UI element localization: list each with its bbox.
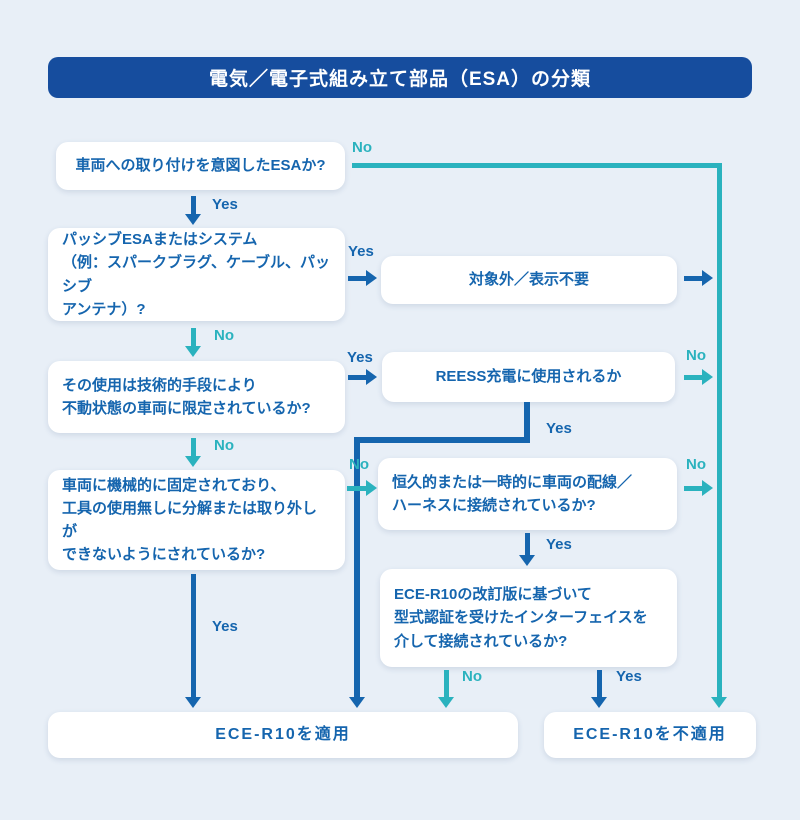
edge-label-reess-yes: Yes (546, 420, 572, 437)
diagram-title: 電気／電子式組み立て部品（ESA）の分類 (48, 57, 752, 98)
edge-q4-yes-line (191, 574, 196, 697)
edge-harness-no-line (684, 486, 702, 491)
edge-label-q1-no: No (352, 139, 372, 156)
edge-label-harness-yes: Yes (546, 536, 572, 553)
edge-label-harness-no: No (686, 456, 706, 473)
node-excluded-no-marking: 対象外／表示不要 (381, 256, 677, 304)
arrowhead-q2-no (185, 346, 201, 357)
arrowhead-into-not-apply-teal (711, 697, 727, 708)
edge-harness-yes-line (525, 533, 530, 555)
edge-label-q3-no: No (214, 437, 234, 454)
edge-reess-no-line (684, 375, 702, 380)
arrowhead-q2-yes (366, 270, 377, 286)
node-q3-static-vehicle-only: その使用は技術的手段により 不動状態の車両に限定されているか? (48, 361, 345, 433)
arrowhead-reess-yes-into-apply (349, 697, 365, 708)
arrowhead-q4-no (366, 480, 377, 496)
edge-q2-yes-line (348, 276, 366, 281)
edge-label-q3-yes: Yes (347, 349, 373, 366)
edge-excluded-out-line (684, 276, 702, 281)
arrowhead-harness-no (702, 480, 713, 496)
edge-label-q1-yes: Yes (212, 196, 238, 213)
node-q4-mechanically-fixed: 車両に機械的に固定されており、 工具の使用無しに分解または取り外しが できないよ… (48, 470, 345, 570)
arrowhead-interface-no (438, 697, 454, 708)
edge-q4-no-line (347, 486, 366, 491)
edge-label-interface-yes: Yes (616, 668, 642, 685)
arrowhead-q4-yes (185, 697, 201, 708)
arrowhead-q3-no (185, 456, 201, 467)
edge-q1-no-line-vertical (717, 163, 722, 697)
node-interface-type-approval: ECE-R10の改訂版に基づいて 型式認証を受けたインターフェイスを 介して接続… (380, 569, 677, 667)
edge-reess-yes-line-down (524, 402, 530, 443)
edge-interface-no-line (444, 670, 449, 697)
arrowhead-q1-yes (185, 214, 201, 225)
edge-label-q4-yes: Yes (212, 618, 238, 635)
edge-q3-no-line (191, 438, 196, 456)
node-harness-connection: 恒久的または一時的に車両の配線／ ハーネスに接続されているか? (378, 458, 677, 530)
node-q2-passive-esa: パッシブESAまたはシステム （例：スパークブラグ、ケーブル、パッシブ アンテナ… (48, 228, 345, 321)
node-result-apply-ece-r10: ECE-R10を適用 (48, 712, 518, 758)
edge-reess-yes-line-vertical (354, 437, 360, 697)
edge-label-interface-no: No (462, 668, 482, 685)
edge-q2-no-line (191, 328, 196, 346)
node-reess-charging: REESS充電に使用されるか (382, 352, 675, 402)
node-q1-intended-for-vehicle: 車両への取り付けを意図したESAか? (56, 142, 345, 190)
arrowhead-excluded-out (702, 270, 713, 286)
node-result-not-apply-ece-r10: ECE-R10を不適用 (544, 712, 756, 758)
edge-label-q2-no: No (214, 327, 234, 344)
arrowhead-q3-yes (366, 369, 377, 385)
edge-q3-yes-line (348, 375, 366, 380)
arrowhead-reess-no (702, 369, 713, 385)
edge-reess-yes-line-horizontal (354, 437, 530, 443)
edge-q1-no-line-horizontal (352, 163, 722, 168)
edge-interface-yes-line (597, 670, 602, 697)
arrowhead-interface-yes (591, 697, 607, 708)
arrowhead-harness-yes (519, 555, 535, 566)
edge-label-q4-no: No (349, 456, 369, 473)
edge-label-q2-yes: Yes (348, 243, 374, 260)
edge-q1-yes-line (191, 196, 196, 214)
edge-label-reess-no: No (686, 347, 706, 364)
